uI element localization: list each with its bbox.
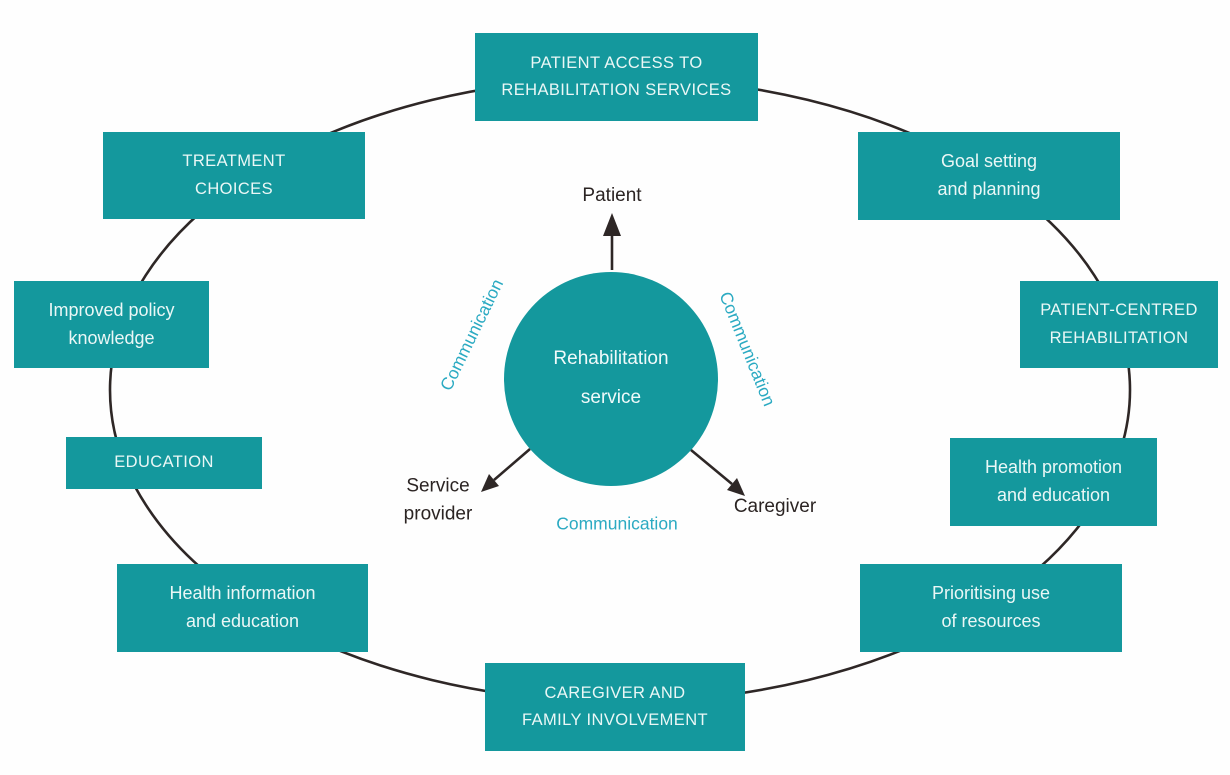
communication-label-bottom: Communication: [556, 513, 678, 534]
caregiver-label: Caregiver: [733, 496, 817, 518]
box-health-information: Health information and education: [117, 564, 368, 652]
arrow-to-service-provider: [481, 448, 531, 492]
box-goal-setting: Goal setting and planning: [858, 132, 1120, 220]
hub-label: Rehabilitation service: [553, 348, 669, 408]
patient-label: Patient: [582, 185, 642, 207]
arrow-to-patient: [603, 213, 621, 270]
box-education: EDUCATION: [66, 437, 262, 489]
rehabilitation-service-hub-circle: [504, 272, 718, 486]
box-patient-access: PATIENT ACCESS TO REHABILITATION SERVICE…: [475, 33, 758, 121]
box-patient-centred-rehabilitation: PATIENT-CENTRED REHABILITATION: [1020, 281, 1218, 368]
service-provider-label: Service provider: [403, 475, 473, 524]
box-caregiver-family-involvement: CAREGIVER AND FAMILY INVOLVEMENT: [485, 663, 745, 751]
box-prioritising-resources: Prioritising use of resources: [860, 564, 1122, 652]
box-health-promotion: Health promotion and education: [950, 438, 1157, 526]
box-improved-policy-knowledge: Improved policy knowledge: [14, 281, 209, 368]
box-treatment-choices: TREATMENT CHOICES: [103, 132, 365, 219]
arrow-to-caregiver: [690, 448, 745, 496]
